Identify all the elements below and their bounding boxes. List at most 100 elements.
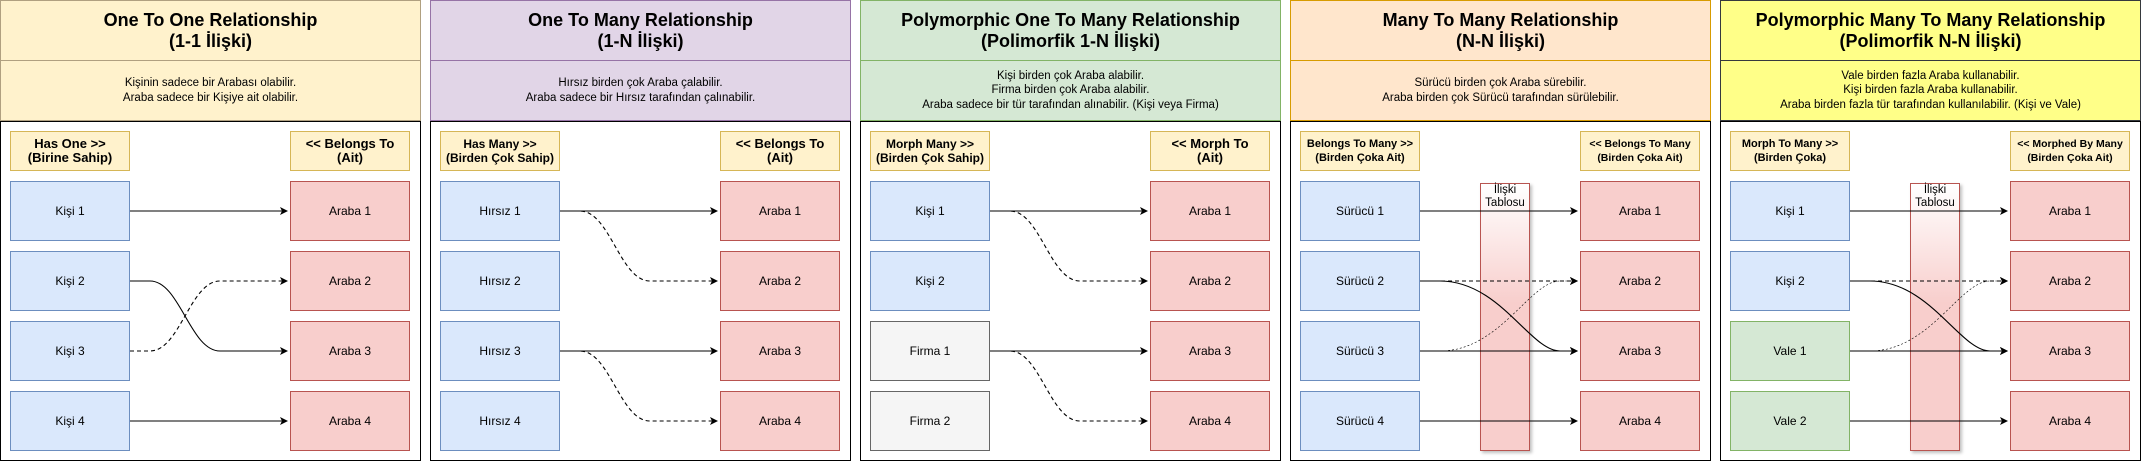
pivot-table-label: İlişki Tablosu: [1905, 184, 1965, 210]
label-line: << Belongs To: [735, 136, 825, 151]
panel-polymorphic-one-to-many: Polymorphic One To Many Relationship (Po…: [860, 0, 1281, 461]
panel-title: Polymorphic One To Many Relationship: [901, 9, 1240, 30]
panel-header: One To One Relationship (1-1 İlişki): [0, 0, 421, 61]
panel-title: Polymorphic Many To Many Relationship: [1755, 9, 2106, 30]
entity-node-araba-3[interactable]: Araba 3: [290, 321, 410, 381]
panel-description: Kişinin sadece bir Arabası olabilir. Ara…: [0, 61, 421, 121]
entity-node-araba-3[interactable]: Araba 3: [1150, 321, 1270, 381]
panel-polymorphic-many-to-many: Polymorphic Many To Many Relationship (P…: [1720, 0, 2141, 461]
label-line: İlişki: [1493, 184, 1517, 196]
right-relation-label: << Morph To (Ait): [1150, 131, 1270, 171]
entity-node-kisi-2[interactable]: Kişi 2: [870, 251, 990, 311]
right-relation-label: << Belongs To (Ait): [290, 131, 410, 171]
panel-one-to-many: One To Many Relationship (1-N İlişki) Hı…: [430, 0, 851, 461]
label-line: (Birden Çoka Ait): [1597, 152, 1683, 164]
panel-subtitle: (Polimorfik 1-N İlişki): [980, 30, 1161, 51]
label-line: Has Many >>: [463, 137, 537, 151]
entity-node-araba-2[interactable]: Araba 2: [720, 251, 840, 311]
entity-node-araba-4[interactable]: Araba 4: [1580, 391, 1700, 451]
desc-line: Araba sadece bir Hırsız tarafından çalın…: [525, 91, 756, 104]
label-line: (Birden Çok Sahip): [875, 151, 984, 165]
label-line: Morph To Many >>: [1741, 138, 1839, 150]
label-line: (Birden Çoka Ait): [2027, 152, 2113, 164]
right-relation-label: << Belongs To (Ait): [720, 131, 840, 171]
panel-subtitle: (1-N İlişki): [597, 30, 684, 51]
desc-line: Hırsız birden çok Araba çalabilir.: [558, 77, 723, 89]
entity-node-araba-3[interactable]: Araba 3: [2010, 321, 2130, 381]
entity-node-araba-1[interactable]: Araba 1: [720, 181, 840, 241]
entity-node-araba-2[interactable]: Araba 2: [1580, 251, 1700, 311]
left-relation-label: Has One >> (Birine Sahip): [10, 131, 130, 171]
desc-line: Vale birden fazla Araba kullanabilir.: [1841, 69, 2020, 82]
entity-node-surucu-3[interactable]: Sürücü 3: [1300, 321, 1420, 381]
panel-subtitle: (N-N İlişki): [1455, 30, 1545, 51]
entity-node-vale-1[interactable]: Vale 1: [1730, 321, 1850, 381]
left-relation-label: Belongs To Many >> (Birden Çoka Ait): [1300, 131, 1420, 171]
left-relation-label: Morph Many >> (Birden Çok Sahip): [870, 131, 990, 171]
panel-header: Polymorphic Many To Many Relationship (P…: [1720, 0, 2141, 61]
entity-node-surucu-4[interactable]: Sürücü 4: [1300, 391, 1420, 451]
label-line: (Ait): [337, 150, 363, 165]
entity-node-kisi-1[interactable]: Kişi 1: [1730, 181, 1850, 241]
label-line: Morph Many >>: [885, 137, 974, 151]
entity-node-araba-2[interactable]: Araba 2: [2010, 251, 2130, 311]
label-line: Belongs To Many >>: [1306, 138, 1414, 150]
desc-line: Araba sadece bir tür tarafından alınabil…: [922, 98, 1219, 111]
label-line: << Belongs To: [305, 136, 395, 151]
entity-node-araba-4[interactable]: Araba 4: [720, 391, 840, 451]
entity-node-kisi-3[interactable]: Kişi 3: [10, 321, 130, 381]
left-relation-label: Morph To Many >> (Birden Çoka): [1730, 131, 1850, 171]
pivot-table-label: İlişki Tablosu: [1475, 184, 1535, 210]
label-line: (Birine Sahip): [27, 150, 113, 165]
entity-node-kisi-1[interactable]: Kişi 1: [10, 181, 130, 241]
panel-title: One To Many Relationship: [528, 9, 753, 30]
entity-node-araba-4[interactable]: Araba 4: [2010, 391, 2130, 451]
pivot-table: [1910, 183, 1960, 451]
desc-line: Araba birden fazla tür tarafından kullan…: [1780, 98, 2081, 111]
entity-node-araba-3[interactable]: Araba 3: [720, 321, 840, 381]
panel-description: Vale birden fazla Araba kullanabilir. Ki…: [1720, 61, 2141, 121]
entity-node-vale-2[interactable]: Vale 2: [1730, 391, 1850, 451]
entity-node-kisi-2[interactable]: Kişi 2: [1730, 251, 1850, 311]
label-line: (Birden Çok Sahip): [445, 151, 554, 165]
panel-header: One To Many Relationship (1-N İlişki): [430, 0, 851, 61]
entity-node-araba-1[interactable]: Araba 1: [2010, 181, 2130, 241]
panel-many-to-many: Many To Many Relationship (N-N İlişki) S…: [1290, 0, 1711, 461]
entity-node-araba-1[interactable]: Araba 1: [1150, 181, 1270, 241]
entity-node-araba-1[interactable]: Araba 1: [1580, 181, 1700, 241]
entity-node-firma-1[interactable]: Firma 1: [870, 321, 990, 381]
left-relation-label: Has Many >> (Birden Çok Sahip): [440, 131, 560, 171]
entity-node-hirsiz-4[interactable]: Hırsız 4: [440, 391, 560, 451]
entity-node-araba-4[interactable]: Araba 4: [1150, 391, 1270, 451]
panel-subtitle: (1-1 İlişki): [168, 30, 253, 51]
desc-line: Araba birden çok Sürücü tarafından sürül…: [1382, 91, 1619, 104]
entity-node-araba-2[interactable]: Araba 2: [1150, 251, 1270, 311]
panel-title: One To One Relationship: [103, 9, 318, 30]
entity-node-surucu-2[interactable]: Sürücü 2: [1300, 251, 1420, 311]
entity-node-kisi-4[interactable]: Kişi 4: [10, 391, 130, 451]
entity-node-araba-3[interactable]: Araba 3: [1580, 321, 1700, 381]
desc-line: Kişinin sadece bir Arabası olabilir.: [124, 77, 297, 89]
entity-node-kisi-2[interactable]: Kişi 2: [10, 251, 130, 311]
label-line: << Morph To: [1171, 136, 1249, 151]
panel-description: Sürücü birden çok Araba sürebilir. Araba…: [1290, 61, 1711, 121]
pivot-table: [1480, 183, 1530, 451]
entity-node-kisi-1[interactable]: Kişi 1: [870, 181, 990, 241]
entity-node-surucu-1[interactable]: Sürücü 1: [1300, 181, 1420, 241]
desc-line: Kişi birden çok Araba alabilir.: [996, 69, 1145, 82]
entity-node-hirsiz-1[interactable]: Hırsız 1: [440, 181, 560, 241]
entity-node-araba-1[interactable]: Araba 1: [290, 181, 410, 241]
entity-node-araba-4[interactable]: Araba 4: [290, 391, 410, 451]
entity-node-hirsiz-3[interactable]: Hırsız 3: [440, 321, 560, 381]
panel-header: Polymorphic One To Many Relationship (Po…: [860, 0, 1281, 61]
entity-node-hirsiz-2[interactable]: Hırsız 2: [440, 251, 560, 311]
label-line: (Ait): [1197, 150, 1223, 165]
entity-node-firma-2[interactable]: Firma 2: [870, 391, 990, 451]
entity-node-araba-2[interactable]: Araba 2: [290, 251, 410, 311]
desc-line: Araba sadece bir Kişiye ait olabilir.: [122, 91, 299, 104]
desc-line: Sürücü birden çok Araba sürebilir.: [1414, 77, 1587, 89]
label-line: Tablosu: [1915, 197, 1955, 209]
label-line: (Birden Çoka Ait): [1315, 152, 1405, 164]
label-line: (Birden Çoka): [1753, 152, 1827, 164]
desc-line: Kişi birden fazla Araba kullanabilir.: [1843, 84, 2018, 97]
